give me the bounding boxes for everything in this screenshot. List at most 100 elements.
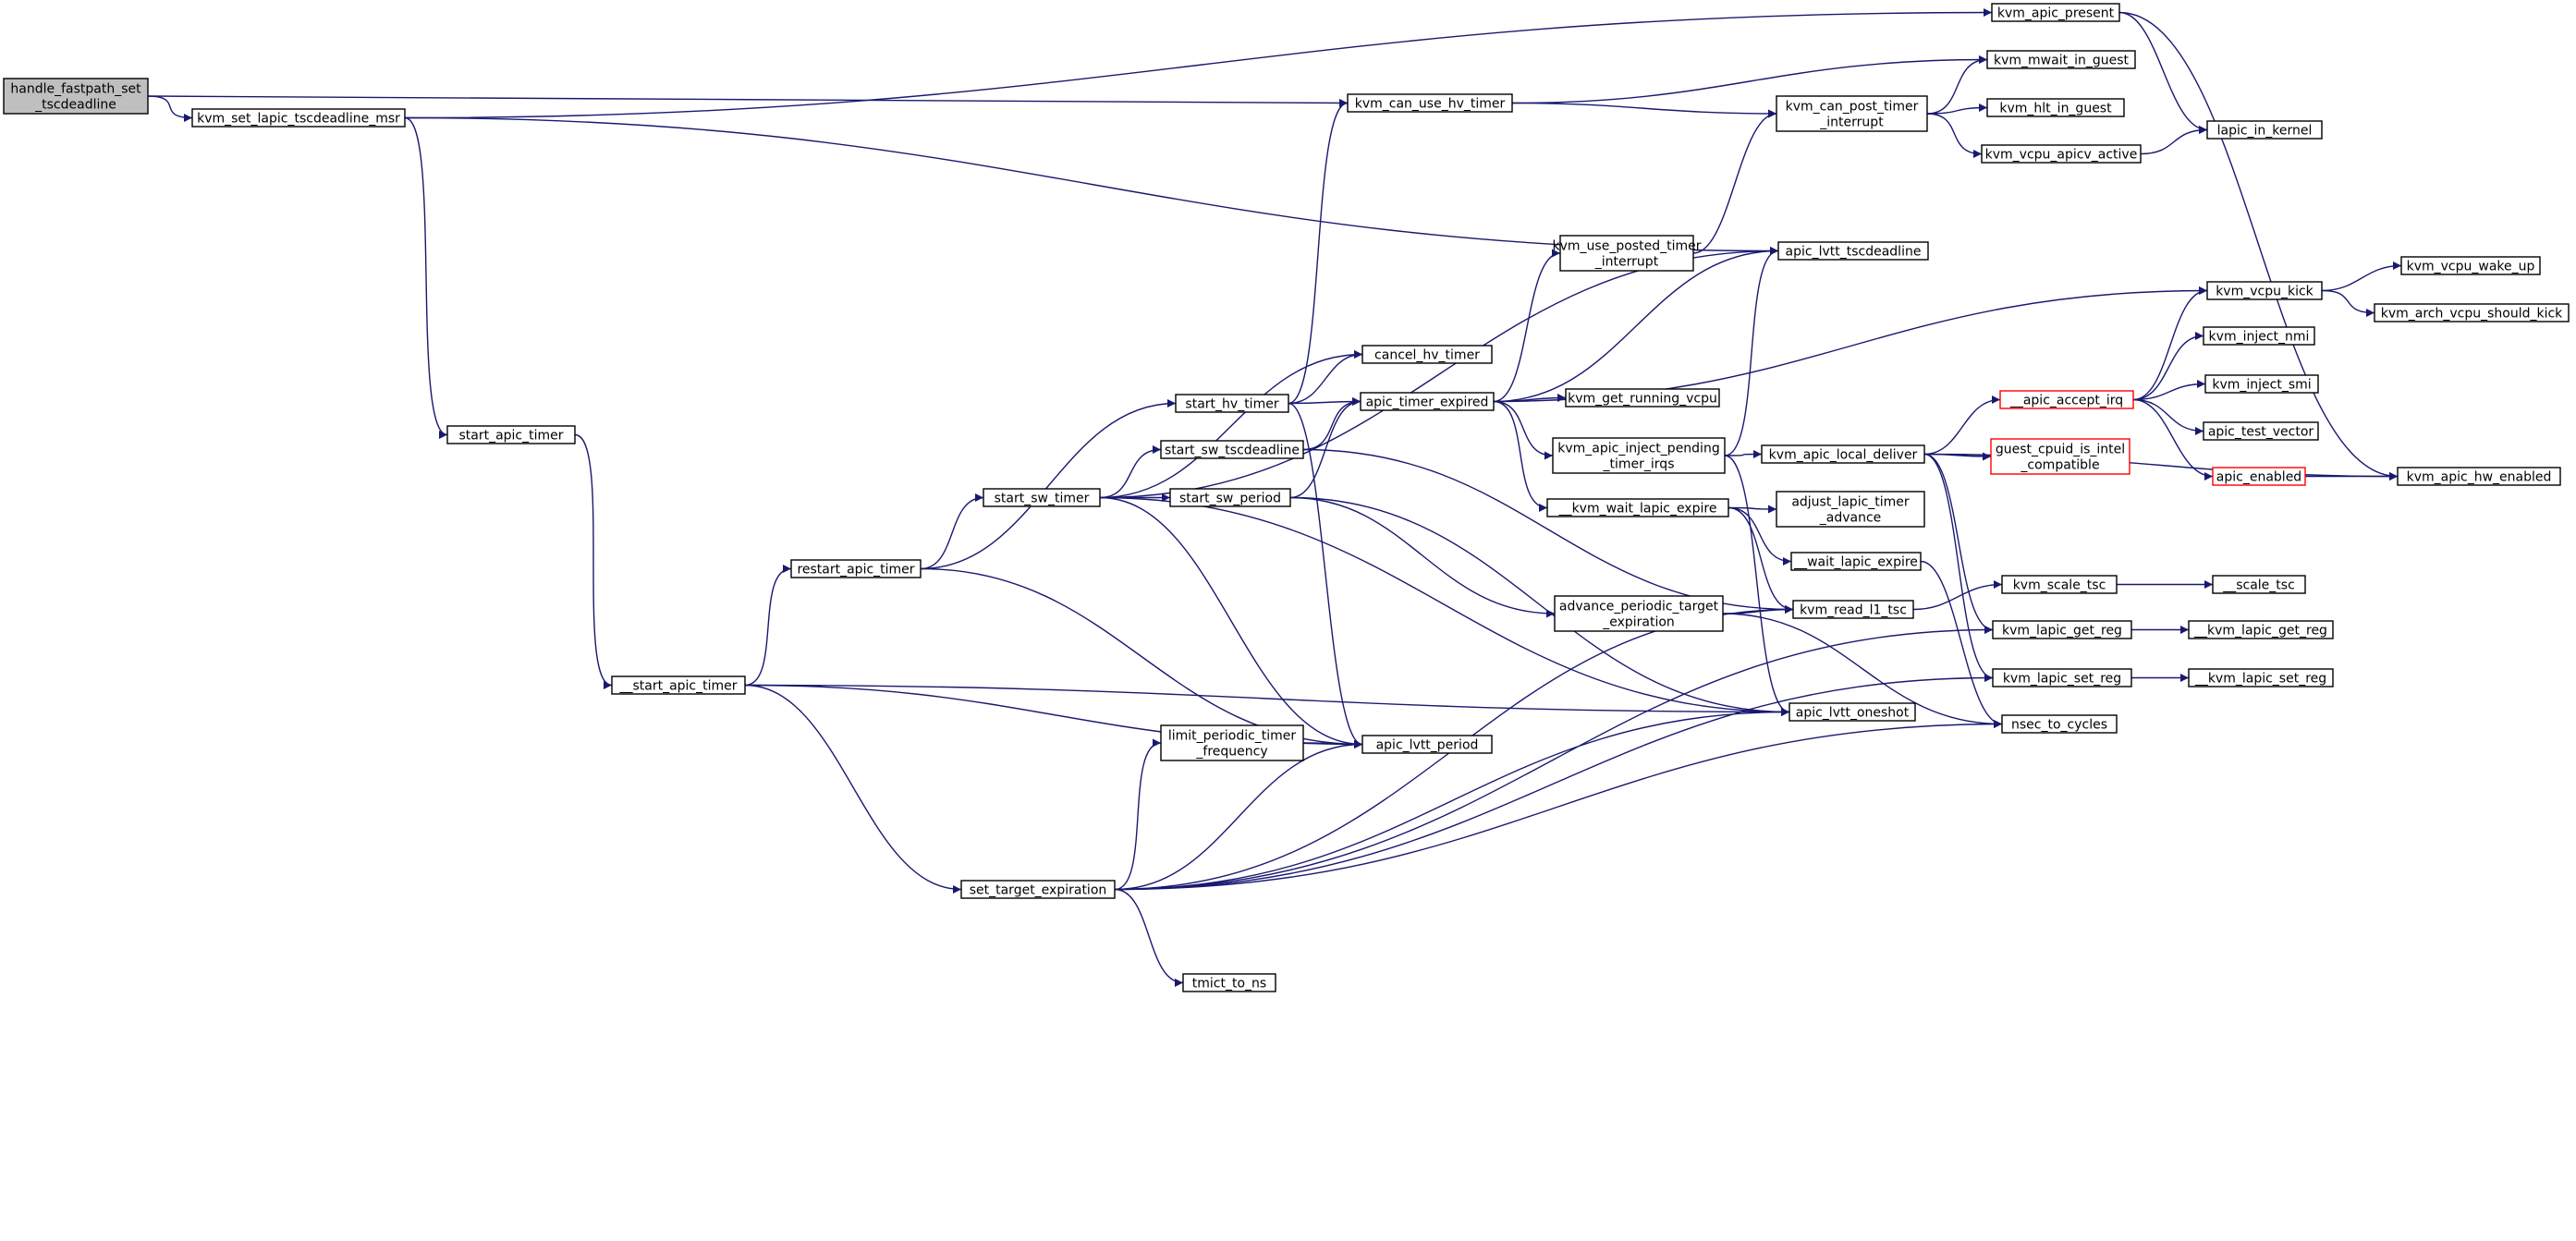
node-label: __kvm_lapic_set_reg — [2194, 672, 2326, 687]
node-label: apic_test_vector — [2208, 425, 2314, 440]
edge--sat-to-rat — [744, 565, 792, 687]
edge-sht-to-ate — [1288, 397, 1361, 407]
graph-node-apte[interactable]: advance_periodic_target_expiration — [1554, 595, 1724, 632]
edge-sht-to-cht — [1288, 350, 1363, 405]
graph-node-kupti[interactable]: kvm_use_posted_timer_interrupt — [1553, 235, 1702, 272]
graph-node-sat[interactable]: start_apic_timer — [446, 425, 576, 444]
node-box — [1792, 600, 1914, 619]
edge-ste-to-klsr — [1114, 674, 1994, 891]
node-box — [1986, 50, 2136, 69]
graph-node-cht[interactable]: cancel_hv_timer — [1361, 345, 1493, 364]
node-label: handle_fastpath_set — [10, 82, 141, 97]
edge-kald-to-klsr — [1923, 453, 1994, 682]
graph-node-ttn[interactable]: tmict_to_ns — [1182, 973, 1276, 992]
node-label: apic_lvtt_period — [1376, 738, 1479, 753]
graph-node-kvk[interactable]: kvm_vcpu_kick — [2206, 281, 2323, 300]
edge-kap-to-lik — [2118, 11, 2208, 134]
node-label: __kvm_wait_lapic_expire — [1558, 502, 1717, 517]
node-label: tmict_to_ns — [1192, 977, 1266, 992]
graph-node-kaipt[interactable]: kvm_apic_inject_pending_timer_irqs — [1552, 437, 1726, 474]
graph-node-alp[interactable]: apic_lvtt_period — [1361, 735, 1493, 754]
graph-node-kin[interactable]: kvm_inject_nmi — [2203, 326, 2315, 346]
graph-node-kahe[interactable]: kvm_apic_hw_enabled — [2397, 467, 2561, 486]
graph-node-ssts[interactable]: start_sw_tscdeadline — [1160, 440, 1304, 459]
graph-node-alt[interactable]: apic_lvtt_tscdeadline — [1777, 241, 1929, 261]
graph-node--sat[interactable]: __start_apic_timer — [611, 675, 746, 695]
graph-node-gcii[interactable]: guest_cpuid_is_intel_compatible — [1990, 438, 2130, 475]
node-label: kvm_vcpu_kick — [2216, 285, 2314, 299]
graph-node-kis[interactable]: kvm_inject_smi — [2204, 374, 2319, 394]
node-label: kvm_apic_present — [1997, 6, 2115, 21]
node-box — [2400, 256, 2541, 275]
graph-node-kcuht[interactable]: kvm_can_use_hv_timer — [1347, 93, 1513, 113]
graph-node-aai[interactable]: __apic_accept_irq — [1999, 390, 2134, 409]
node-box — [1546, 498, 1729, 517]
edge-sst-to-ssts — [1099, 445, 1162, 499]
edge-aai-to-kis — [2132, 380, 2206, 401]
graph-node-klsr[interactable]: kvm_lapic_set_reg — [1992, 668, 2132, 687]
edge-root-to-kcuht — [147, 95, 1349, 107]
graph-node-kap[interactable]: kvm_apic_present — [1991, 3, 2120, 22]
node-label: kvm_hlt_in_guest — [1999, 102, 2112, 116]
graph-node-krlt[interactable]: kvm_read_l1_tsc — [1792, 600, 1914, 619]
edge-kcuht-to-kcpti — [1511, 102, 1777, 118]
node-label: kvm_use_posted_timer — [1553, 239, 1702, 254]
node-box — [1777, 241, 1929, 261]
graph-node-kvaa[interactable]: kvm_vcpu_apicv_active — [1981, 144, 2142, 164]
edge-ste-to-ttn — [1114, 888, 1184, 987]
graph-node-ssp[interactable]: start_sw_period — [1169, 488, 1291, 507]
graph-node-ae[interactable]: apic_enabled — [2212, 467, 2306, 486]
edge-kvk-to-kavsk — [2321, 289, 2375, 317]
edge-apte-to-ntc — [1722, 613, 2003, 728]
node-label: guest_cpuid_is_intel — [1996, 443, 2125, 457]
edge-aai-to-kin — [2132, 332, 2204, 401]
graph-node-wle[interactable]: __wait_lapic_expire — [1790, 552, 1922, 571]
node-box — [1552, 437, 1726, 474]
graph-node-kald[interactable]: kvm_apic_local_deliver — [1761, 444, 1925, 464]
graph-node-kmig[interactable]: kvm_mwait_in_guest — [1986, 50, 2136, 69]
graph-node-alo[interactable]: apic_lvtt_oneshot — [1789, 702, 1916, 722]
graph-node-lik[interactable]: lapic_in_kernel — [2206, 120, 2323, 140]
graph-node-ate[interactable]: apic_timer_expired — [1360, 392, 1495, 411]
node-label: kvm_apic_inject_pending — [1557, 442, 1719, 456]
node-label: nsec_to_cycles — [2011, 718, 2107, 733]
node-box — [1361, 735, 1493, 754]
graph-node-st[interactable]: __scale_tsc — [2212, 575, 2306, 594]
graph-node-kavsk[interactable]: kvm_arch_vcpu_should_kick — [2374, 303, 2570, 322]
node-box — [191, 108, 406, 128]
graph-node--klgr[interactable]: __kvm_lapic_get_reg — [2188, 620, 2334, 639]
edge--sat-to-ste — [744, 684, 962, 894]
graph-node-kcpti[interactable]: kvm_can_post_timer_interrupt — [1776, 95, 1928, 132]
graph-node-ste[interactable]: set_target_expiration — [960, 880, 1116, 899]
edges-layer — [147, 8, 2402, 987]
graph-node-kvwu[interactable]: kvm_vcpu_wake_up — [2400, 256, 2541, 275]
node-label: advance_periodic_target — [1559, 600, 1719, 614]
graph-node-lptf[interactable]: limit_periodic_timer_frequency — [1160, 724, 1304, 761]
graph-node-kwle[interactable]: __kvm_wait_lapic_expire — [1546, 498, 1729, 517]
graph-node-ntc[interactable]: nsec_to_cycles — [2001, 714, 2118, 734]
graph-node-klgr[interactable]: kvm_lapic_get_reg — [1992, 620, 2132, 639]
node-box — [1789, 702, 1916, 722]
graph-node-root[interactable]: handle_fastpath_set_tscdeadline — [3, 78, 149, 115]
node-box — [1559, 235, 1694, 272]
graph-node-khig[interactable]: kvm_hlt_in_guest — [1986, 98, 2125, 117]
graph-node--klsr[interactable]: __kvm_lapic_set_reg — [2188, 668, 2334, 687]
graph-node-sst[interactable]: start_sw_timer — [983, 488, 1101, 507]
graph-node-alta[interactable]: adjust_lapic_timer_advance — [1776, 491, 1925, 528]
edge-ate-to-kaipt — [1493, 400, 1554, 460]
graph-node-rat[interactable]: restart_apic_timer — [790, 559, 922, 578]
node-box — [1361, 345, 1493, 364]
node-box — [2203, 326, 2315, 346]
node-label: _interrupt — [1819, 116, 1884, 130]
edge-ste-to-alp — [1114, 740, 1363, 891]
graph-node-ksltd[interactable]: kvm_set_lapic_tscdeadline_msr — [191, 108, 406, 128]
graph-node-sht[interactable]: start_hv_timer — [1175, 394, 1289, 413]
node-label: start_apic_timer — [458, 429, 563, 444]
graph-node-atv[interactable]: apic_test_vector — [2203, 421, 2319, 441]
graph-node-kst[interactable]: kvm_scale_tsc — [2001, 575, 2118, 594]
node-label: start_sw_period — [1179, 492, 1281, 506]
node-box — [1992, 620, 2132, 639]
edge-sht-to-kcuht — [1288, 99, 1349, 405]
graph-node-kgrv[interactable]: kvm_get_running_vcpu — [1565, 388, 1720, 408]
edge-kwle-to-wle — [1728, 506, 1792, 566]
